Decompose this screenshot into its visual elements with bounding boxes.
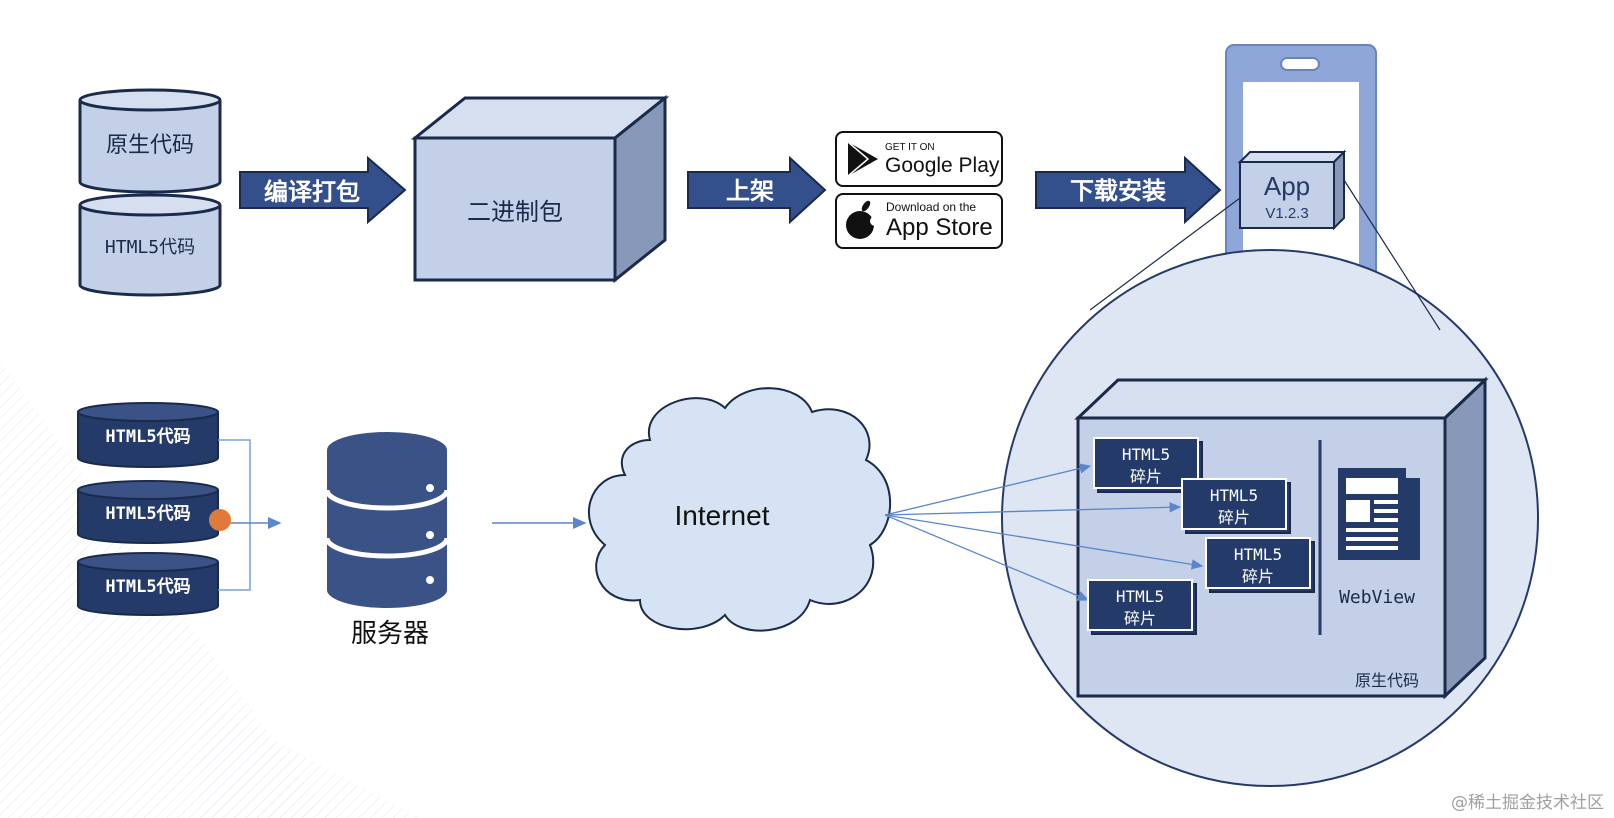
compile-label: 编译打包 <box>264 178 360 206</box>
connector-dot <box>209 509 231 531</box>
cylinder-html5-code: HTML5代码 <box>78 193 222 297</box>
app-title: App <box>1264 171 1310 201</box>
html5-fragment-2: HTML5 碎片 <box>1181 478 1291 534</box>
internet-label: Internet <box>675 500 770 531</box>
zoom-native-label: 原生代码 <box>1355 671 1419 690</box>
arrow-publish: 上架 <box>687 155 827 225</box>
internet-to-fragments-arrows <box>884 463 1204 601</box>
html5-code-label: HTML5代码 <box>105 237 195 258</box>
fragment-line1: HTML5 <box>1210 486 1258 505</box>
html5-item-label: HTML5代码 <box>105 576 190 597</box>
fragment-line2: 碎片 <box>1130 467 1162 486</box>
arrow-install: 下载安装 <box>1035 155 1222 225</box>
fragment-line2: 碎片 <box>1124 609 1156 628</box>
server-label: 服务器 <box>351 619 429 649</box>
html5-cylinder-1: HTML5代码 <box>77 402 219 468</box>
app-box: App V1.2.3 <box>1237 149 1347 231</box>
html5-item-label: HTML5代码 <box>105 426 190 447</box>
publish-label: 上架 <box>726 177 774 205</box>
app-store-small: Download on the <box>886 200 976 214</box>
database-icon <box>324 432 450 608</box>
google-play-badge[interactable]: GET IT ON Google Play <box>835 131 1003 187</box>
binary-package-label: 二进制包 <box>467 198 563 226</box>
html5-fragment-3: HTML5 碎片 <box>1205 537 1315 593</box>
watermark: @稀土掘金技术社区 <box>1451 793 1604 813</box>
webview-label: WebView <box>1339 587 1415 608</box>
binary-package-box: 二进制包 <box>410 94 670 284</box>
fragment-line2: 碎片 <box>1218 508 1250 527</box>
apple-icon <box>846 200 880 239</box>
html5-fragment-4: HTML5 碎片 <box>1087 579 1197 635</box>
app-store-badge[interactable]: Download on the App Store <box>835 193 1003 249</box>
cylinder-native-code: 原生代码 <box>78 88 222 194</box>
html5-item-label: HTML5代码 <box>105 503 190 524</box>
install-label: 下载安装 <box>1070 177 1166 205</box>
newspaper-icon <box>1338 468 1420 560</box>
fragment-line2: 碎片 <box>1242 567 1274 586</box>
html5-cylinder-3: HTML5代码 <box>77 552 219 616</box>
fragment-line1: HTML5 <box>1116 587 1164 606</box>
cloud-icon: Internet <box>588 387 891 632</box>
html5-cylinder-2: HTML5代码 <box>77 480 219 544</box>
native-code-label: 原生代码 <box>106 133 194 158</box>
app-version: V1.2.3 <box>1265 205 1308 222</box>
fragment-line1: HTML5 <box>1122 445 1170 464</box>
arrow-compile: 编译打包 <box>239 155 407 225</box>
fragment-line1: HTML5 <box>1234 545 1282 564</box>
stack-connector <box>209 439 282 591</box>
google-play-big: Google Play <box>885 154 1000 177</box>
google-play-small: GET IT ON <box>885 142 935 153</box>
app-store-big: App Store <box>886 214 993 241</box>
google-play-icon <box>848 142 878 176</box>
html5-code-stack: HTML5代码 HTML5代码 HTML5代码 <box>77 402 219 616</box>
